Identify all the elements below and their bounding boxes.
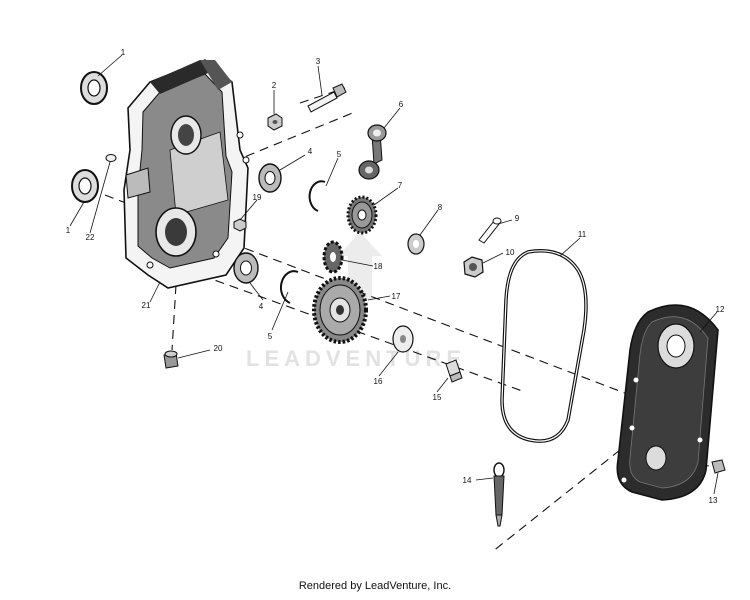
snap-ring-upper <box>308 180 326 212</box>
seal-upper <box>80 71 108 105</box>
dipstick <box>493 462 505 527</box>
thrust-washer <box>392 325 414 353</box>
callout-22: 22 <box>86 233 95 242</box>
callout-5b: 5 <box>268 332 273 341</box>
snap-ring-lower <box>280 270 299 304</box>
callout-4a: 4 <box>308 147 313 156</box>
castle-nut <box>463 256 484 278</box>
callout-21: 21 <box>142 301 151 310</box>
seal-lower <box>71 169 99 203</box>
callout-1b: 1 <box>66 226 71 235</box>
pin <box>105 154 117 162</box>
cover-bolt <box>711 459 726 474</box>
callout-9: 9 <box>515 214 520 223</box>
callout-4b: 4 <box>259 302 264 311</box>
callout-11: 11 <box>578 230 587 239</box>
callout-10: 10 <box>506 248 515 257</box>
render-credit: Rendered by LeadVenture, Inc. <box>298 580 452 592</box>
sprocket <box>322 240 344 274</box>
callout-6: 6 <box>399 100 404 109</box>
bearing-upper <box>258 163 282 193</box>
gear-case-cover <box>616 304 719 501</box>
callout-1a: 1 <box>121 48 126 57</box>
washer <box>407 233 425 255</box>
callout-3: 3 <box>316 57 321 66</box>
nut-small-lower <box>233 218 247 232</box>
hex-bolt <box>307 83 347 113</box>
callout-2: 2 <box>272 81 277 90</box>
cover-screw <box>445 359 463 383</box>
hex-nut-small <box>267 113 283 131</box>
small-gear <box>346 195 378 235</box>
gear-case-housing <box>123 59 250 289</box>
callout-18: 18 <box>374 262 383 271</box>
callout-20: 20 <box>214 344 223 353</box>
gasket <box>500 249 588 443</box>
callout-16: 16 <box>374 377 383 386</box>
large-gear <box>312 276 368 344</box>
bearing-lower <box>233 252 259 284</box>
leader-lines <box>69 54 719 495</box>
callout-19: 19 <box>253 193 262 202</box>
callout-numbers: 1 1 2 3 4 4 5 5 6 7 8 9 10 11 12 13 14 1… <box>66 48 725 505</box>
drain-plug <box>163 350 179 369</box>
cotter-pin <box>478 217 502 244</box>
callout-15: 15 <box>433 393 442 402</box>
callout-14: 14 <box>463 476 472 485</box>
callout-5a: 5 <box>337 150 342 159</box>
callout-13: 13 <box>709 496 718 505</box>
callout-17: 17 <box>392 292 401 301</box>
watermark-text: LEADVENTURE <box>246 346 466 371</box>
callout-8: 8 <box>438 203 443 212</box>
idler-arm <box>358 124 387 180</box>
callout-7: 7 <box>398 181 403 190</box>
callout-12: 12 <box>716 305 725 314</box>
